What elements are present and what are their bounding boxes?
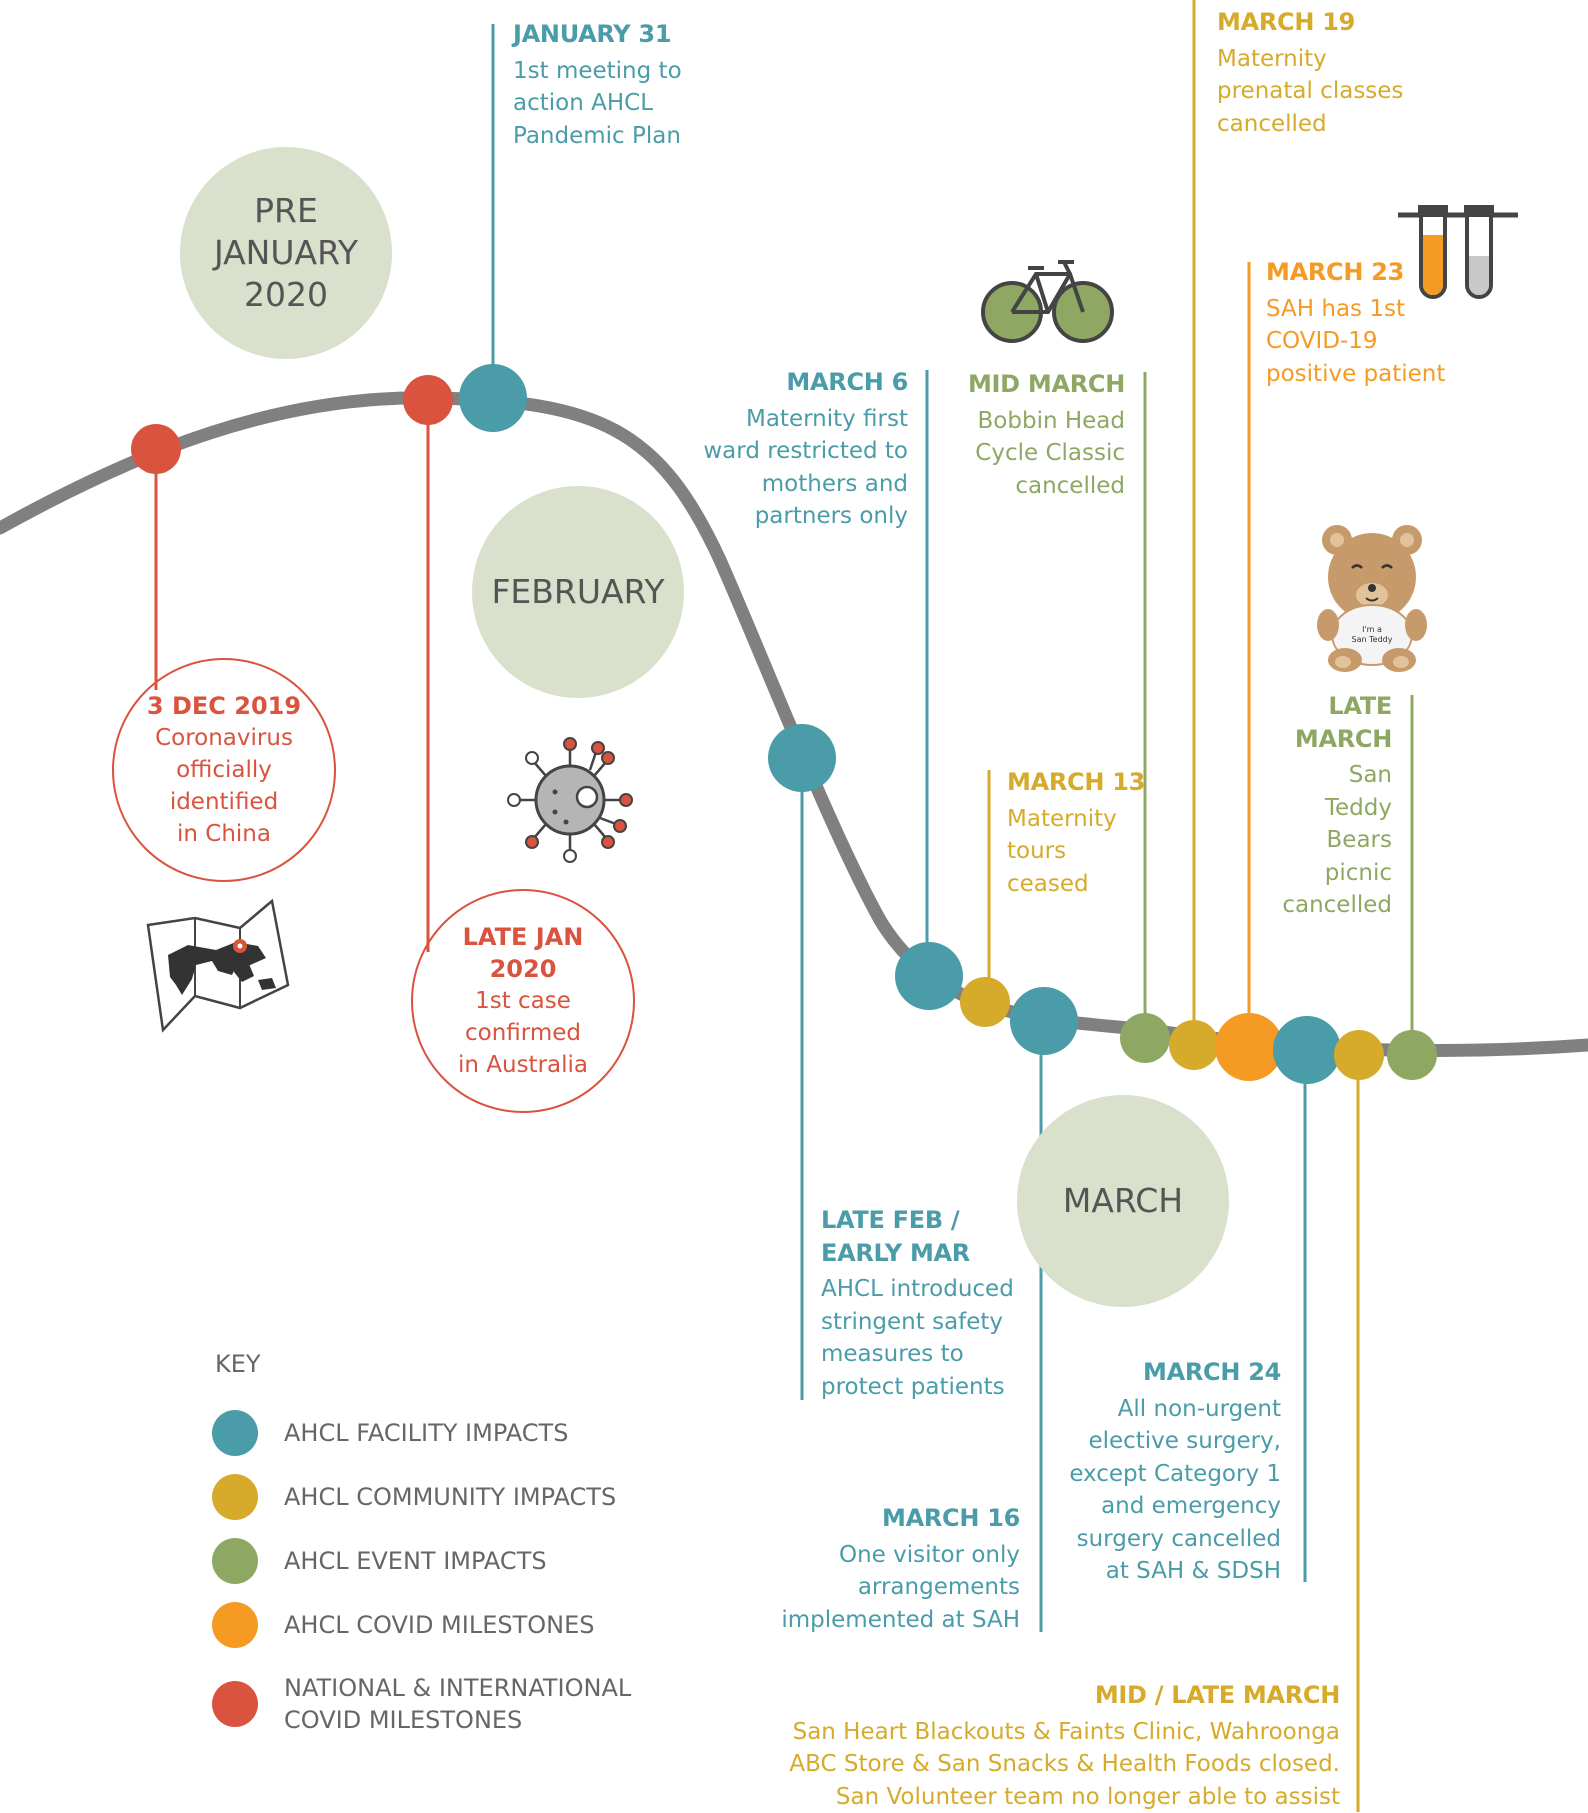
- dot-latefeb: [768, 724, 836, 792]
- event-title: MARCH 24: [1069, 1356, 1281, 1389]
- dot-march16: [1010, 987, 1078, 1055]
- event-march-23: MARCH 23 SAH has 1st COVID-19 positive p…: [1266, 256, 1445, 390]
- key-item-community: AHCL COMMUNITY IMPACTS: [212, 1474, 616, 1520]
- virus-icon: [508, 738, 632, 862]
- event-text: Maternity tours ceased: [1007, 803, 1145, 901]
- key-item-national-international: NATIONAL & INTERNATIONAL COVID MILESTONE…: [212, 1672, 631, 1736]
- event-text: SAH has 1st COVID-19 positive patient: [1266, 293, 1445, 391]
- dot-march23: [1215, 1013, 1283, 1081]
- event-march-24: MARCH 24 All non-urgent elective surgery…: [1069, 1356, 1281, 1588]
- event-march-6: MARCH 6 Maternity first ward restricted …: [703, 366, 908, 533]
- key-dot: [212, 1474, 258, 1520]
- key-dot: [212, 1538, 258, 1584]
- key-dot: [212, 1681, 258, 1727]
- event-title: LATE FEB / EARLY MAR: [821, 1204, 1014, 1269]
- svg-text:San Teddy: San Teddy: [1352, 635, 1393, 644]
- event-text: 1st meeting to action AHCL Pandemic Plan: [513, 55, 682, 153]
- event-jan-31: JANUARY 31 1st meeting to action AHCL Pa…: [513, 18, 682, 152]
- event-dec-2019: 3 DEC 2019 Coronavirus officially identi…: [112, 658, 336, 882]
- world-map-icon: [148, 901, 288, 1030]
- event-title: 3 DEC 2019: [147, 690, 301, 722]
- event-mid-march: MID MARCH Bobbin Head Cycle Classic canc…: [968, 368, 1125, 502]
- key-label: AHCL EVENT IMPACTS: [284, 1545, 547, 1577]
- event-late-march: LATE MARCH San Teddy Bears picnic cancel…: [1282, 690, 1392, 922]
- dot-midmarch: [1120, 1013, 1170, 1063]
- bicycle-icon: [983, 262, 1112, 341]
- key-label: AHCL FACILITY IMPACTS: [284, 1417, 568, 1449]
- svg-text:I'm a: I'm a: [1362, 625, 1382, 634]
- event-title: MARCH 13: [1007, 766, 1145, 799]
- event-title: LATE MARCH: [1282, 690, 1392, 755]
- event-title: MID / LATE MARCH: [789, 1679, 1340, 1712]
- event-text: San Heart Blackouts & Faints Clinic, Wah…: [789, 1716, 1340, 1813]
- dot-march13: [960, 977, 1010, 1027]
- key-item-event: AHCL EVENT IMPACTS: [212, 1538, 547, 1584]
- key-dot: [212, 1602, 258, 1648]
- event-title: MARCH 23: [1266, 256, 1445, 289]
- event-text: One visitor only arrangements implemente…: [781, 1539, 1020, 1637]
- event-march-19: MARCH 19 Maternity prenatal classes canc…: [1217, 6, 1403, 140]
- event-title: MARCH 19: [1217, 6, 1403, 39]
- dot-march24: [1273, 1016, 1341, 1084]
- event-march-16: MARCH 16 One visitor only arrangements i…: [781, 1502, 1020, 1636]
- event-late-jan: LATE JAN 2020 1st case confirmed in Aust…: [411, 889, 635, 1113]
- key-label: NATIONAL & INTERNATIONAL COVID MILESTONE…: [284, 1672, 631, 1736]
- dot-dec2019: [131, 424, 181, 474]
- event-march-13: MARCH 13 Maternity tours ceased: [1007, 766, 1145, 900]
- event-title: LATE JAN 2020: [463, 921, 584, 985]
- dot-march6: [895, 942, 963, 1010]
- dot-latemarch: [1387, 1030, 1437, 1080]
- event-text: 1st case confirmed in Australia: [458, 985, 588, 1081]
- event-text: San Teddy Bears picnic cancelled: [1282, 759, 1392, 922]
- event-title: JANUARY 31: [513, 18, 682, 51]
- event-text: Bobbin Head Cycle Classic cancelled: [968, 405, 1125, 503]
- key-title: KEY: [215, 1350, 261, 1378]
- event-title: MID MARCH: [968, 368, 1125, 401]
- dot-march19: [1169, 1020, 1219, 1070]
- event-title: MARCH 6: [703, 366, 908, 399]
- month-february: FEBRUARY: [472, 486, 684, 698]
- dot-jan31: [459, 364, 527, 432]
- key-label: AHCL COMMUNITY IMPACTS: [284, 1481, 616, 1513]
- key-label: AHCL COVID MILESTONES: [284, 1609, 595, 1641]
- event-title: MARCH 16: [781, 1502, 1020, 1535]
- event-late-feb: LATE FEB / EARLY MAR AHCL introduced str…: [821, 1204, 1014, 1403]
- month-pre-january: PRE JANUARY 2020: [180, 147, 392, 359]
- event-mid-late-march: MID / LATE MARCH San Heart Blackouts & F…: [789, 1679, 1340, 1813]
- teddy-bear-icon: I'm a San Teddy: [1317, 525, 1427, 672]
- key-item-facility: AHCL FACILITY IMPACTS: [212, 1410, 568, 1456]
- event-text: All non-urgent elective surgery, except …: [1069, 1393, 1281, 1588]
- event-text: Maternity first ward restricted to mothe…: [703, 403, 908, 533]
- key-item-covid-milestones: AHCL COVID MILESTONES: [212, 1602, 595, 1648]
- dot-midlatemarch: [1334, 1030, 1384, 1080]
- event-text: Coronavirus officially identified in Chi…: [155, 722, 293, 850]
- dot-latejan: [403, 375, 453, 425]
- event-text: AHCL introduced stringent safety measure…: [821, 1273, 1014, 1403]
- key-dot: [212, 1410, 258, 1456]
- month-march: MARCH: [1017, 1095, 1229, 1307]
- event-text: Maternity prenatal classes cancelled: [1217, 43, 1403, 141]
